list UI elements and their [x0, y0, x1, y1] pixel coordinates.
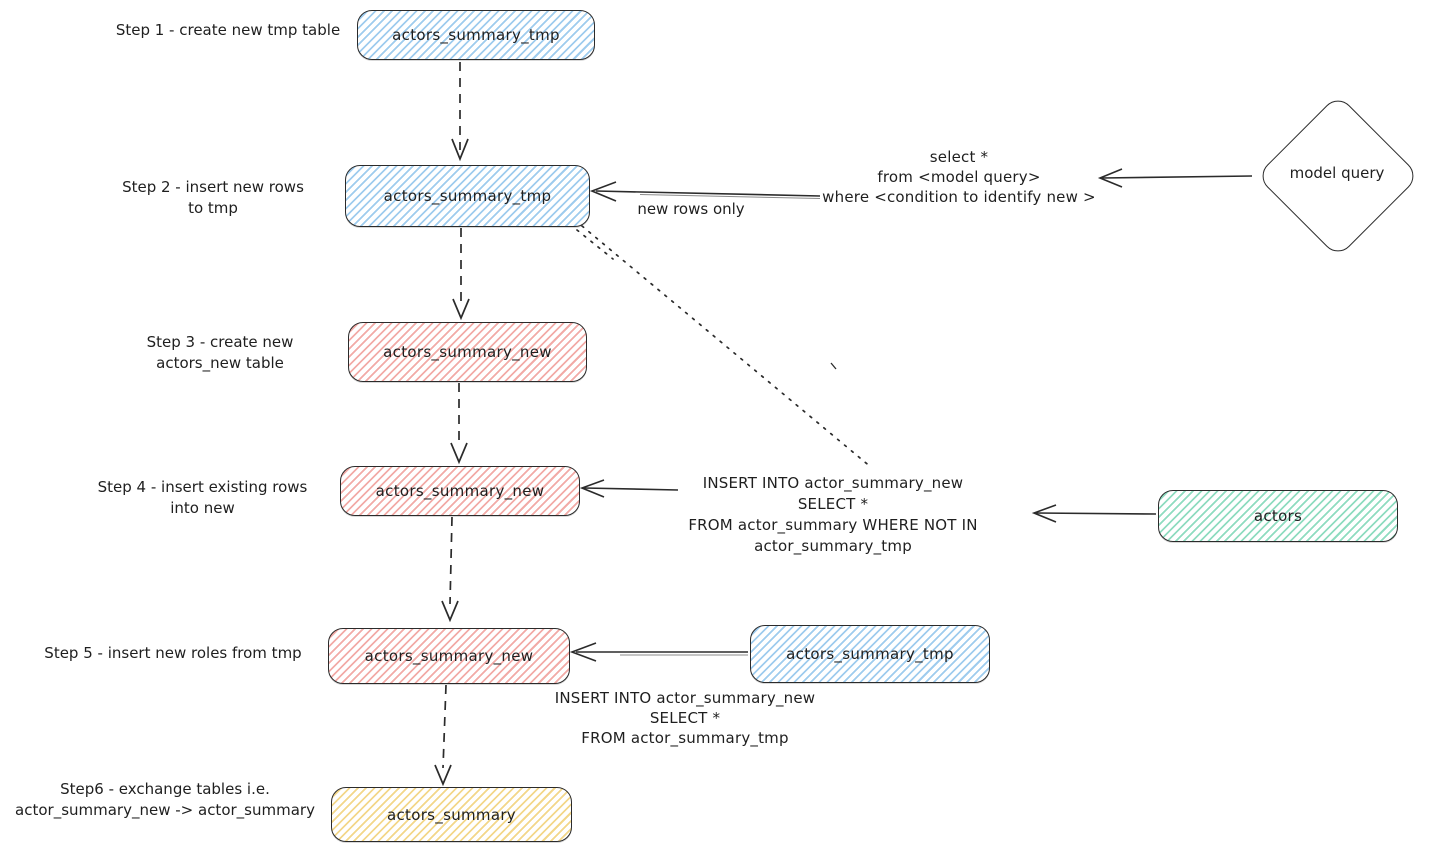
- arrow-modelquery-to-sql: [1097, 168, 1253, 188]
- node-label: actors_summary_tmp: [392, 26, 560, 44]
- node-tmp-source: actors_summary_tmp: [750, 625, 990, 683]
- node-label: actors_summary_new: [364, 647, 534, 665]
- node-step2-actors-summary-tmp: actors_summary_tmp: [345, 165, 590, 227]
- node-model-query-label: model query: [1289, 164, 1385, 182]
- node-label: actors_summary: [387, 805, 516, 824]
- arrow-step4-step5: [441, 516, 459, 623]
- node-label: actors_summary_new: [375, 482, 545, 500]
- insert-existing-sql-annotation: INSERT INTO actor_summary_new SELECT * F…: [688, 474, 978, 555]
- arrow-step5-step6: [434, 684, 452, 787]
- node-step1-actors-summary-tmp: actors_summary_tmp: [357, 10, 595, 60]
- step4-label: Step 4 - insert existing rows into new: [97, 478, 308, 517]
- arrow-actors-to-sql: [1031, 504, 1157, 523]
- node-step3-actors-summary-new: actors_summary_new: [348, 322, 587, 382]
- new-rows-only-label: new rows only: [637, 200, 745, 218]
- arrow-insert-existing-into-new: [579, 479, 679, 498]
- step1-label: Step 1 - create new tmp table: [115, 21, 341, 39]
- step6-label: Step6 - exchange tables i.e. actor_summa…: [15, 780, 315, 819]
- node-actors: actors: [1158, 490, 1398, 542]
- step2-label: Step 2 - insert new rows to tmp: [122, 178, 304, 217]
- arrow-step2-step3: [452, 228, 470, 321]
- node-label: actors_summary_tmp: [383, 187, 552, 205]
- node-step4-actors-summary-new: actors_summary_new: [340, 466, 580, 516]
- arrow-step1-step2: [451, 62, 469, 162]
- step3-label: Step 3 - create new actors_new table: [146, 333, 294, 372]
- arrow-step3-step4: [450, 383, 468, 465]
- dotted-link-tmp-to-insert-sql: [576, 225, 873, 469]
- step5-label: Step 5 - insert new roles from tmp: [44, 644, 302, 662]
- node-label: actors_summary_new: [383, 343, 552, 361]
- node-label: actors: [1253, 507, 1303, 525]
- node-step6-actors-summary: actors_summary: [331, 787, 572, 842]
- node-label: actors_summary_tmp: [786, 645, 954, 663]
- node-step5-actors-summary-new: actors_summary_new: [328, 628, 570, 684]
- arrow-tmp-to-step5: [569, 642, 748, 662]
- model-query-sql-annotation: select * from <model query> where <condi…: [822, 148, 1096, 206]
- insert-tmp-sql-annotation: INSERT INTO actor_summary_new SELECT * F…: [554, 689, 816, 747]
